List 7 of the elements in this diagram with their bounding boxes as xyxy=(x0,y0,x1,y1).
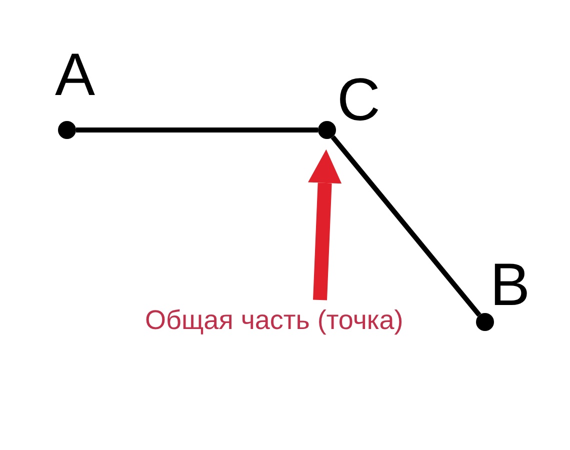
point-label: B xyxy=(490,255,530,315)
point-label: C xyxy=(337,70,380,130)
arrow xyxy=(308,149,342,300)
line-segment xyxy=(76,128,318,132)
callout-text: Общая часть (точка) xyxy=(145,304,404,337)
point-label: A xyxy=(55,45,96,105)
line-segment xyxy=(330,135,482,317)
